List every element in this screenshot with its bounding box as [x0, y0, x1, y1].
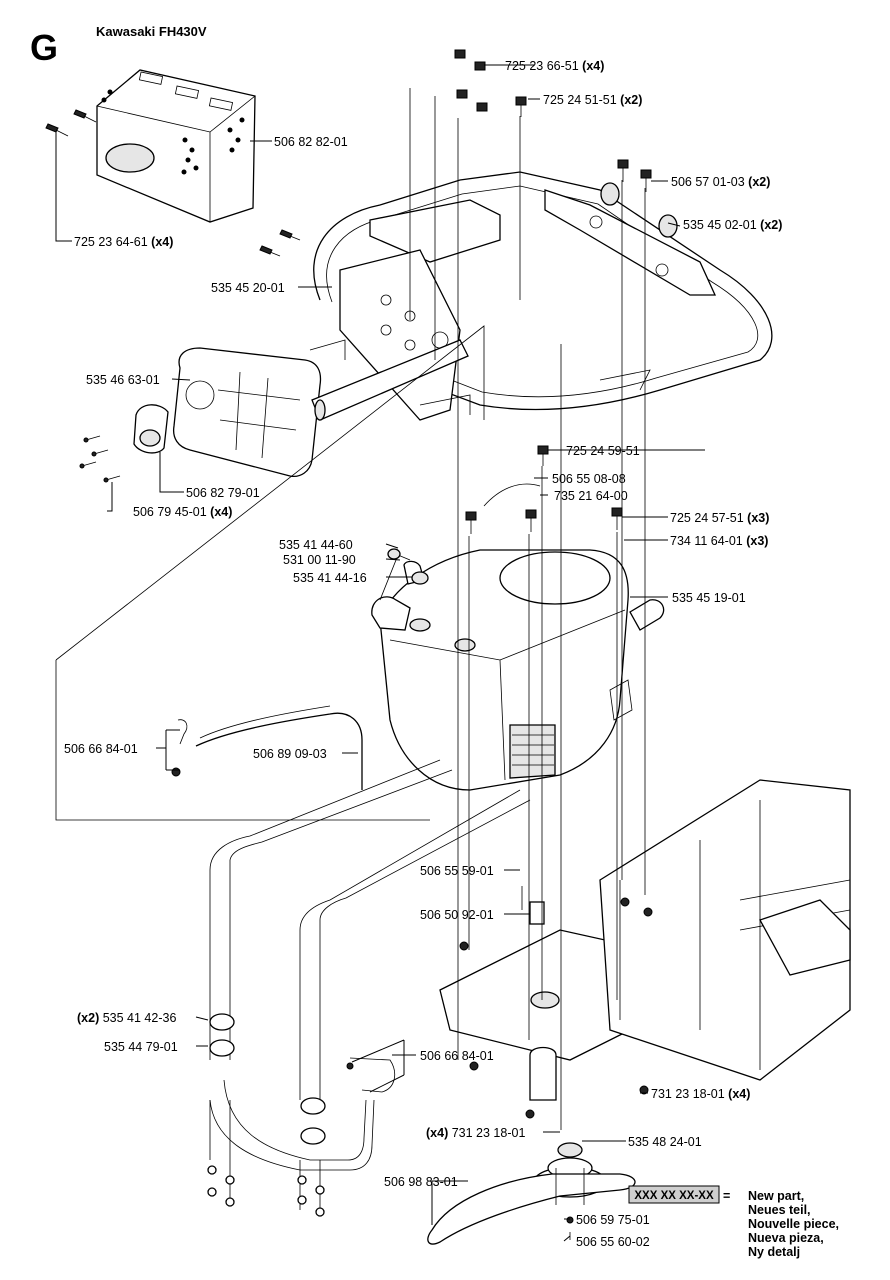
parts-illustration — [45, 49, 851, 1245]
callout-c31: 506 59 75-01 — [576, 1213, 650, 1227]
new-part-legend: XXX XX XX-XX = New part, Neues teil, Nou… — [628, 1185, 839, 1259]
assembly-lines — [55, 88, 646, 1130]
air-filter-cover-drawing — [96, 69, 256, 223]
callout-c9: 506 82 79-01 — [186, 486, 260, 500]
chassis-drawing — [439, 779, 851, 1119]
callout-labels: 725 23 66-51 (x4) 725 24 51-51 (x2) 506 … — [64, 59, 782, 1249]
callout-c20: 506 66 84-01 — [64, 742, 138, 756]
legend-line-3: Nouvelle piece, — [748, 1217, 839, 1231]
callout-c4: 506 57 01-03 (x2) — [671, 175, 770, 189]
legend-swatch — [628, 1185, 720, 1204]
callout-c23: 506 50 92-01 — [420, 908, 494, 922]
callout-c19: 535 45 19-01 — [672, 591, 746, 605]
callout-c26: 506 66 84-01 — [420, 1049, 494, 1063]
callout-c8: 535 46 63-01 — [86, 373, 160, 387]
pulley-belt-drawing — [427, 1142, 636, 1245]
callout-c21: 506 89 09-03 — [253, 747, 327, 761]
engine-model-title: Kawasaki FH430V — [96, 24, 207, 39]
callout-c3: 506 82 82-01 — [274, 135, 348, 149]
callout-c11: 725 24 59-51 — [566, 444, 640, 458]
callout-c1: 725 23 66-51 (x4) — [505, 59, 604, 73]
legend-line-1: New part, — [748, 1189, 804, 1203]
callout-c10: 506 79 45-01 (x4) — [133, 505, 232, 519]
callout-c6: 725 23 64-61 (x4) — [74, 235, 173, 249]
callout-c16: 535 41 44-60 — [279, 538, 353, 552]
hoses-pipes-drawing — [171, 705, 531, 1217]
callout-c7: 535 45 20-01 — [211, 281, 285, 295]
muffler-drawing — [79, 339, 469, 483]
legend-line-5: Ny detalj — [748, 1245, 800, 1259]
legend-placeholder-code: XXX XX XX-XX — [634, 1190, 714, 1202]
callout-c5: 535 45 02-01 (x2) — [683, 218, 782, 232]
engine-drawing — [371, 549, 665, 791]
legend-line-4: Nueva pieza, — [748, 1231, 824, 1245]
callout-c27: 731 23 18-01 (x4) — [651, 1087, 750, 1101]
callout-c30: 506 98 83-01 — [384, 1175, 458, 1189]
callout-c13: 735 21 64-00 — [554, 489, 628, 503]
callout-c18: 535 41 44-16 — [293, 571, 367, 585]
legend-equals: = — [723, 1189, 730, 1203]
callout-c32: 506 55 60-02 — [576, 1235, 650, 1249]
callout-c24: (x2) 535 41 42-36 — [77, 1011, 176, 1025]
callout-c14: 725 24 57-51 (x3) — [670, 511, 769, 525]
legend-line-2: Neues teil, — [748, 1203, 811, 1217]
callout-c2: 725 24 51-51 (x2) — [543, 93, 642, 107]
callout-c25: 535 44 79-01 — [104, 1040, 178, 1054]
callout-c12: 506 55 08-08 — [552, 472, 626, 486]
callout-leaders — [55, 64, 705, 1242]
callout-c28: (x4) 731 23 18-01 — [426, 1126, 525, 1140]
callout-c29: 535 48 24-01 — [628, 1135, 702, 1149]
section-letter: G — [30, 27, 58, 68]
callout-c22: 506 55 59-01 — [420, 864, 494, 878]
engine-bolts-drawing — [387, 445, 623, 585]
callout-c17: 531 00 11-90 — [283, 553, 356, 567]
screws-drawing — [45, 49, 652, 348]
callout-c15: 734 11 64-01 (x3) — [670, 534, 768, 548]
